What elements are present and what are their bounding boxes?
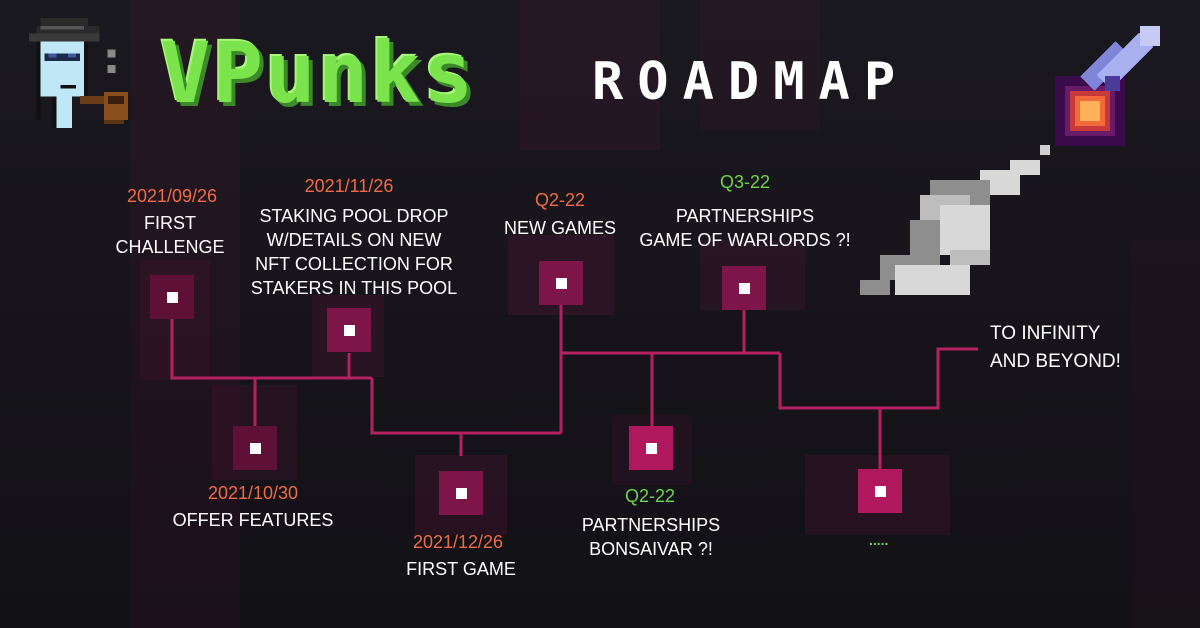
rocket-icon <box>1055 26 1160 146</box>
node-dot <box>343 324 355 336</box>
milestone-node[interactable] <box>629 426 673 470</box>
milestone-label: OFFER FEATURES <box>172 510 334 530</box>
bg-glow <box>520 0 660 150</box>
milestone-date: ..... <box>869 532 889 548</box>
node-dot <box>249 442 261 454</box>
wire-segment <box>370 378 561 435</box>
node-dot <box>455 487 467 499</box>
milestone-node[interactable] <box>439 471 483 515</box>
milestone-node[interactable] <box>327 308 371 352</box>
milestone-label: NEW GAMES <box>503 218 616 238</box>
node-dot <box>166 291 178 303</box>
milestone-date: 2021/10/30 <box>207 483 299 503</box>
milestone-date: Q3-22 <box>719 172 771 192</box>
wire-segment <box>170 318 372 380</box>
smoke-cloud-icon <box>860 145 1050 295</box>
milestone-label: PARTNERSHIPS BONSAIVAR ?! <box>581 515 721 559</box>
milestone-label: FIRST CHALLENGE <box>115 213 225 257</box>
milestone-node[interactable] <box>233 426 277 470</box>
pipe-icon <box>80 92 128 124</box>
logo-text: VPunks <box>160 24 476 122</box>
bg-glow <box>1130 240 1200 628</box>
milestone-label: FIRST GAME <box>406 559 516 579</box>
node-dot <box>645 442 657 454</box>
node-dot <box>874 485 886 497</box>
milestone-date: 2021/11/26 <box>304 176 394 196</box>
milestone-date: 2021/09/26 <box>126 186 218 206</box>
punk-mascot-icon <box>28 17 116 129</box>
milestone-node[interactable] <box>722 266 766 310</box>
milestone-date: Q2-22 <box>534 190 586 210</box>
milestone-node[interactable] <box>539 261 583 305</box>
node-dot <box>738 282 750 294</box>
milestone-label: STAKING POOL DROP W/DETAILS ON NEW NFT C… <box>250 206 458 298</box>
milestone-date: Q2-22 <box>624 486 676 506</box>
milestone-node[interactable] <box>858 469 902 513</box>
milestone-node[interactable] <box>150 275 194 319</box>
bg-glow <box>700 0 820 130</box>
wire-segment <box>778 347 978 410</box>
milestone-date: 2021/12/26 <box>412 532 504 552</box>
page-title: ROADMAP <box>592 52 910 112</box>
milestone-label: PARTNERSHIPS GAME OF WARLORDS ?! <box>639 206 851 250</box>
finale-label: TO INFINITY AND BEYOND! <box>990 323 1121 372</box>
node-dot <box>555 277 567 289</box>
